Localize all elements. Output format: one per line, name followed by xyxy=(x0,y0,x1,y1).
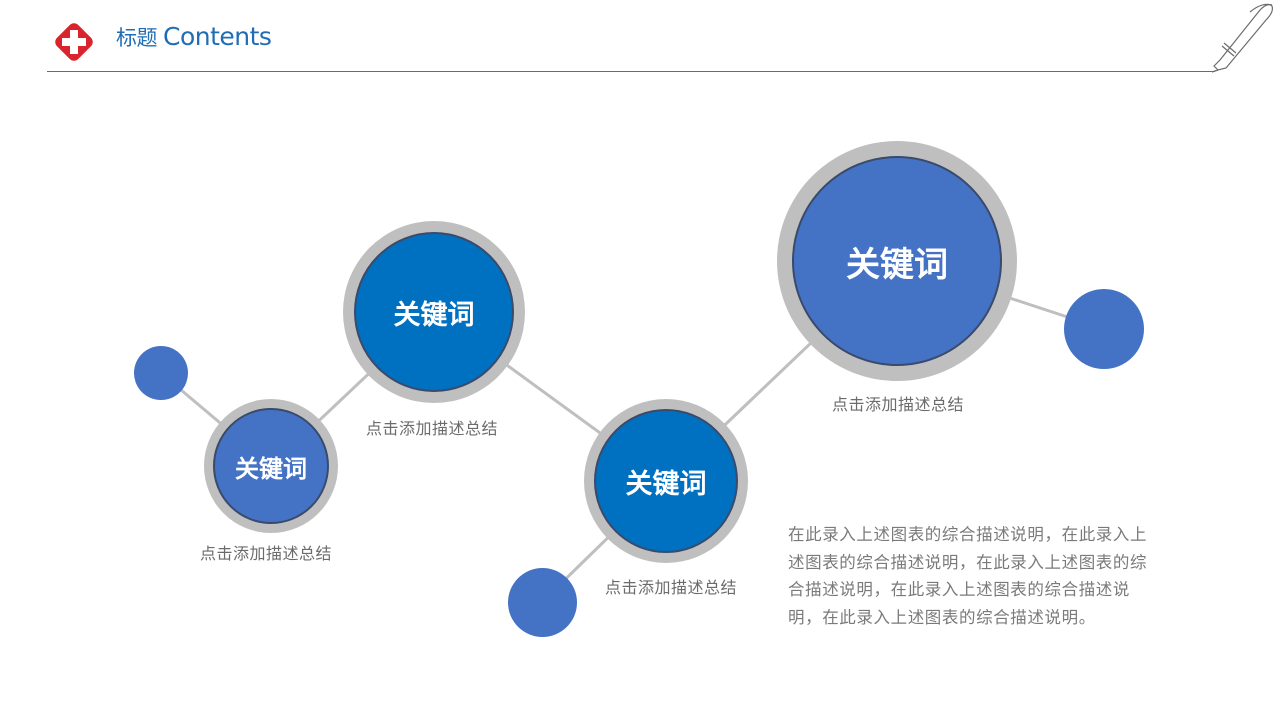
page-title-en: Contents xyxy=(163,22,272,51)
keyword-node-4[interactable]: 关键词 xyxy=(777,141,1017,381)
node-2-caption[interactable]: 点击添加描述总结 xyxy=(365,419,499,438)
keyword-node-1-inner: 关键词 xyxy=(213,408,329,524)
pen-icon xyxy=(1211,3,1273,73)
header-divider xyxy=(47,71,1215,72)
keyword-label: 关键词 xyxy=(235,454,307,483)
node-4-caption[interactable]: 点击添加描述总结 xyxy=(831,395,965,414)
keyword-label: 关键词 xyxy=(625,468,707,500)
keyword-node-2[interactable]: 关键词 xyxy=(343,221,525,403)
red-cross-icon xyxy=(55,23,93,61)
keyword-node-3[interactable]: 关键词 xyxy=(584,399,748,563)
keyword-node-1[interactable]: 关键词 xyxy=(204,399,338,533)
node-3-caption[interactable]: 点击添加描述总结 xyxy=(604,578,738,597)
small-dot-1 xyxy=(134,346,188,400)
keyword-label: 关键词 xyxy=(393,299,475,331)
small-dot-2 xyxy=(508,568,577,637)
node-1-caption[interactable]: 点击添加描述总结 xyxy=(199,544,333,563)
description-text[interactable]: 在此录入上述图表的综合描述说明，在此录入上述图表的综合描述说明，在此录入上述图表… xyxy=(788,525,1148,627)
page-title-zh: 标题 xyxy=(116,26,158,50)
keyword-node-3-inner: 关键词 xyxy=(594,409,738,553)
small-dot-3 xyxy=(1064,289,1144,369)
keyword-node-4-inner: 关键词 xyxy=(792,156,1002,366)
keyword-label: 关键词 xyxy=(846,244,948,285)
keyword-node-2-inner: 关键词 xyxy=(354,232,514,392)
